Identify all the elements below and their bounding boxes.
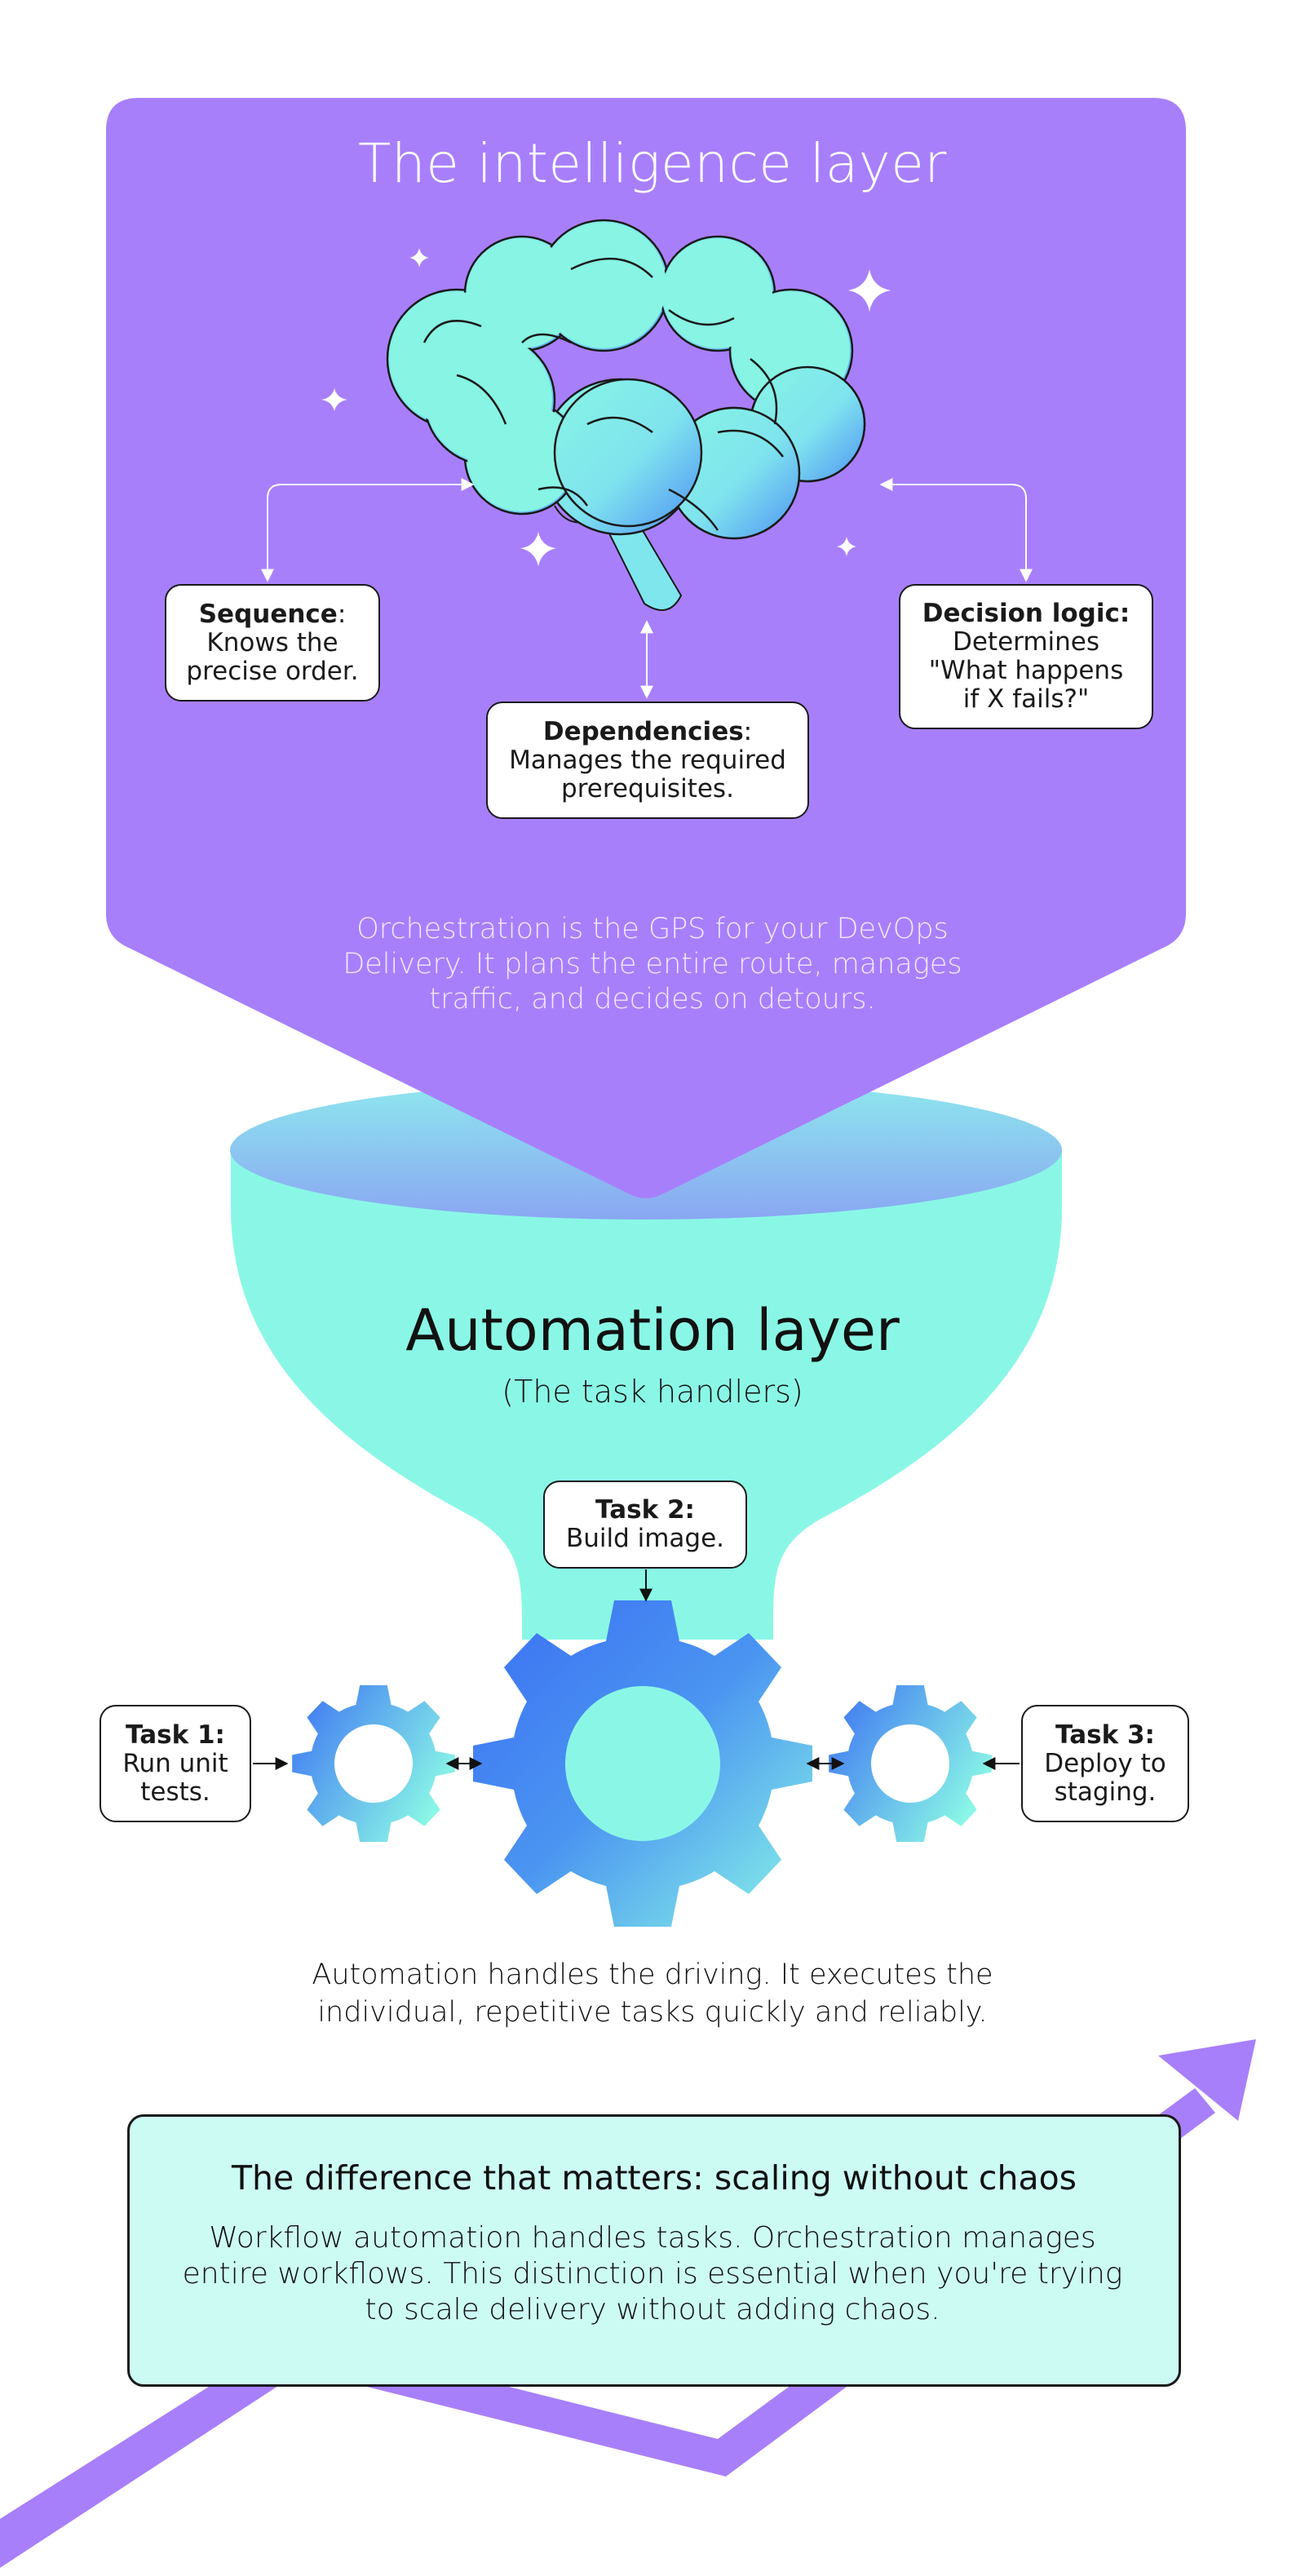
dependencies-line2: prerequisites. [561, 773, 734, 803]
sequence-label: Sequence [198, 599, 338, 629]
gear-icon-right [829, 1685, 992, 1842]
task3-box: Task 3: Deploy to staging. [1021, 1705, 1189, 1822]
decision-line1: Determines [952, 627, 1100, 657]
automation-description: Automation handles the driving. It execu… [312, 1959, 993, 2029]
sequence-line1: Knows the [206, 627, 338, 657]
decision-logic-box: Decision logic: Determines "What happens… [899, 584, 1153, 729]
dependencies-box: Dependencies: Manages the required prere… [486, 702, 809, 819]
gear-icon-left [292, 1685, 455, 1842]
gear-icon-large [473, 1600, 812, 1927]
task1-line2: tests. [140, 1777, 210, 1807]
decision-label: Decision logic: [922, 599, 1130, 628]
sequence-line2: precise order. [186, 656, 359, 686]
dependencies-colon: : [743, 716, 753, 746]
intelligence-description: Orchestration is the GPS for your DevOps… [343, 913, 962, 1016]
decision-line2: "What happens [928, 656, 1124, 685]
sparkle-icon [321, 248, 891, 566]
dependencies-line1: Manages the required [509, 745, 786, 775]
automation-title: Automation layer [405, 1297, 900, 1364]
task3-line1: Deploy to [1044, 1748, 1166, 1778]
intelligence-title: The intelligence layer [358, 132, 947, 195]
difference-text: Workflow automation handles tasks. Orche… [182, 2221, 1123, 2326]
task3-label: Task 3: [1055, 1720, 1155, 1750]
brain-icon [386, 219, 866, 611]
task-connectors [253, 1569, 1020, 1770]
sequence-colon: : [337, 599, 347, 629]
difference-title: The difference that matters: scaling wit… [231, 2158, 1077, 2198]
task3-line2: staging. [1054, 1777, 1157, 1807]
dependencies-label: Dependencies [542, 716, 744, 746]
sequence-connector [261, 478, 475, 582]
task1-line1: Run unit [122, 1748, 228, 1778]
decision-line3: if X fails?" [962, 684, 1090, 714]
automation-subtitle: (The task handlers) [502, 1374, 803, 1410]
task2-label: Task 2: [595, 1495, 695, 1525]
task1-label: Task 1: [126, 1720, 225, 1750]
sequence-box: Sequence: Knows the precise order. [165, 584, 380, 702]
decision-connector [879, 478, 1033, 582]
task2-box: Task 2: Build image. [543, 1481, 747, 1569]
difference-panel [127, 2114, 1181, 2387]
task2-line1: Build image. [565, 1524, 725, 1553]
growth-arrow-icon [0, 2039, 1256, 2568]
task1-box: Task 1: Run unit tests. [100, 1705, 251, 1822]
